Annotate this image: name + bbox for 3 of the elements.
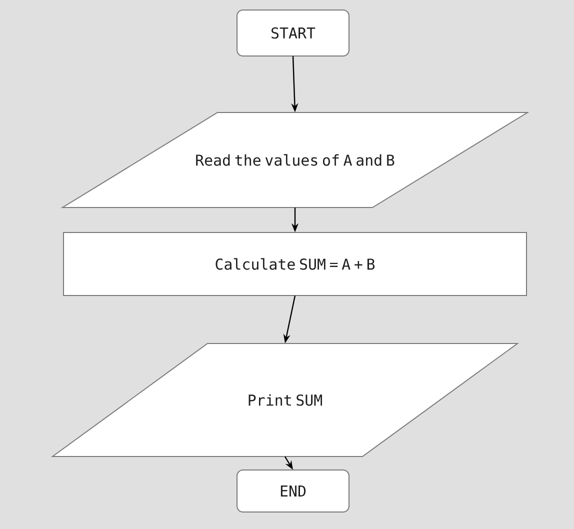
terminal-box: START (236, 10, 350, 56)
terminal-box: END (236, 470, 350, 512)
process-box: Calculate SUM = A + B (63, 232, 527, 296)
